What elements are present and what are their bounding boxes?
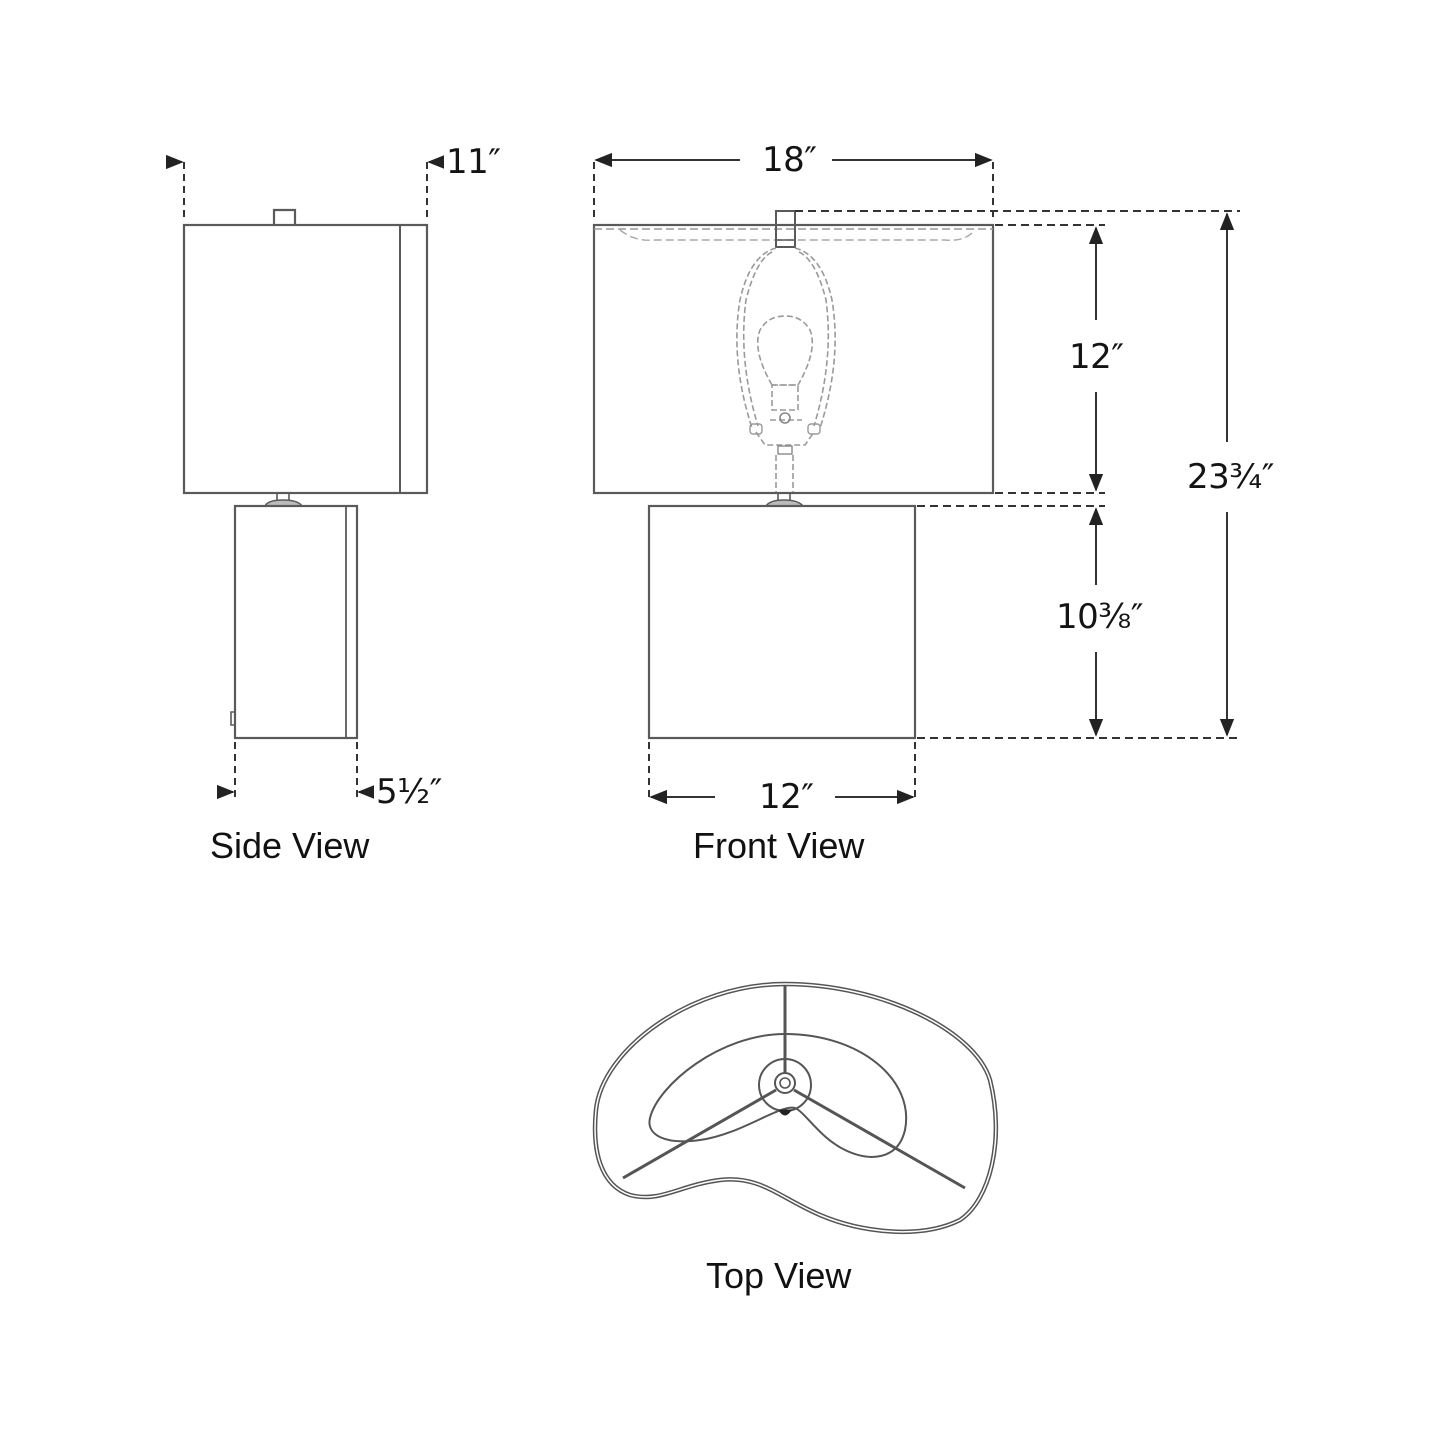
front-shade-height-label: 12″ (1067, 337, 1126, 377)
side-finial (272, 208, 297, 225)
side-view-drawing (182, 208, 429, 740)
side-shade (182, 223, 429, 495)
side-view-dimension-lines (165, 154, 446, 800)
front-shade (592, 223, 995, 495)
front-base (647, 504, 917, 740)
front-base-height-label: 10⅜″ (1054, 597, 1145, 637)
side-view-label: Side View (210, 825, 370, 866)
top-view-label: Top View (706, 1255, 852, 1296)
overall-height-label: 23¾″ (1185, 457, 1276, 497)
front-view-dimension-lines (593, 152, 1240, 805)
front-base-width-label: 12″ (757, 777, 816, 817)
side-base-depth-label: 5½″ (374, 772, 444, 812)
front-view-drawing (592, 210, 995, 740)
front-shade-width-label: 18″ (760, 140, 819, 180)
front-view-label: Front View (693, 825, 865, 866)
top-base-outline (648, 1032, 908, 1158)
side-shade-depth-label: 11″ (444, 142, 503, 182)
top-view-drawing (592, 981, 999, 1234)
side-base (233, 504, 359, 740)
